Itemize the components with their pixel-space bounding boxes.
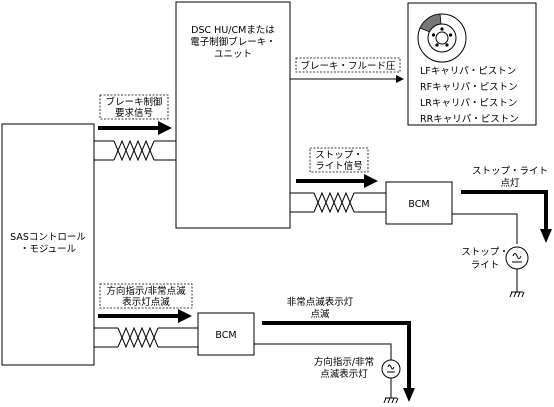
brake-request-line2: 要求信号 <box>115 107 153 119</box>
sas-label-line2: ・モジュール <box>20 244 77 255</box>
twisted-pair-icon <box>94 326 198 349</box>
turn-signal-arrowhead <box>178 309 192 323</box>
ground-icon <box>383 397 399 404</box>
stop-signal-label: ストップ・ ライト信号 <box>309 147 369 173</box>
hu-cm-label-line1: DSC HU/CMまたは <box>191 25 275 36</box>
caliper-rr: RRキャリパ・ピストン <box>420 114 519 125</box>
lamp-icon <box>505 246 529 270</box>
hazard-lamp-label: 方向指示/非常 点滅表示灯 <box>314 356 374 380</box>
caliper-box: LFキャリパ・ピストン RFキャリパ・ピストン LRキャリパ・ピストン RRキャ… <box>407 2 537 126</box>
sas-label-line1: SASコントロール <box>10 232 86 243</box>
hazard-lamp-wire <box>254 343 392 360</box>
stop-lamp-out-line1: ストップ・ライト <box>472 166 548 177</box>
stop-lamp-wire <box>452 213 518 244</box>
caliper-rf: RFキャリパ・ピストン <box>420 82 518 93</box>
bcm-bottom-label: BCM <box>215 330 236 341</box>
brake-disc-icon <box>417 13 467 63</box>
bcm-bottom-box: BCM <box>197 312 255 356</box>
stop-lamp-line1: ストップ・ <box>461 247 509 258</box>
stop-signal-arrowhead <box>364 174 378 188</box>
stop-lamp-line2: ライト <box>471 260 500 271</box>
turn-signal-line1: 方向指示/非常点滅 <box>106 285 186 297</box>
hazard-arrow <box>262 321 411 389</box>
twisted-pair-icon <box>94 139 176 162</box>
caliper-lr: LRキャリパ・ピストン <box>420 98 517 109</box>
hazard-out-label: 非常点滅表示灯 点滅 <box>287 296 354 320</box>
stop-lamp-label: ストップ・ ライト <box>461 247 509 271</box>
stop-lamp-out-label: ストップ・ライト 点灯 <box>472 166 548 189</box>
brake-request-arrowhead <box>158 121 172 135</box>
bcm-top-label: BCM <box>408 199 429 210</box>
hu-cm-unit-box: DSC HU/CMまたは 電子制御ブレーキ・ ユニット <box>175 1 291 229</box>
hu-cm-label-line3: ユニット <box>214 49 252 60</box>
hazard-out-line2: 点滅 <box>310 308 330 320</box>
turn-signal-label: 方向指示/非常点滅 表示灯点滅 <box>99 283 193 309</box>
hu-cm-label-line2: 電子制御ブレーキ・ <box>190 36 276 48</box>
bcm-top-box: BCM <box>385 181 453 225</box>
hazard-out-line1: 非常点滅表示灯 <box>287 296 354 308</box>
hazard-arrowhead <box>403 388 415 402</box>
ground-icon <box>509 291 525 298</box>
stop-lamp-arrowhead <box>540 229 552 243</box>
hazard-lamp-line2: 点滅表示灯 <box>320 368 368 380</box>
turn-signal-line2: 表示灯点滅 <box>122 296 170 308</box>
brake-request-line1: ブレーキ制御 <box>105 96 162 108</box>
hazard-lamp-line1: 方向指示/非常 <box>314 356 374 368</box>
stop-signal-line1: ストップ・ <box>315 150 363 161</box>
brake-request-label: ブレーキ制御 要求信号 <box>99 94 169 120</box>
brake-fluid-text: ブレーキ・フルード圧 <box>300 60 396 72</box>
caliper-lf: LFキャリパ・ピストン <box>420 66 516 77</box>
stop-lamp-arrow <box>461 190 548 230</box>
brake-fluid-label: ブレーキ・フルード圧 <box>295 57 401 73</box>
lamp-icon <box>381 359 401 379</box>
stop-lamp-out-line2: 点灯 <box>500 178 520 189</box>
stop-signal-line2: ライト信号 <box>315 160 363 172</box>
twisted-pair-icon <box>290 191 386 214</box>
sas-control-module-box: SASコントロール ・モジュール <box>1 123 95 366</box>
